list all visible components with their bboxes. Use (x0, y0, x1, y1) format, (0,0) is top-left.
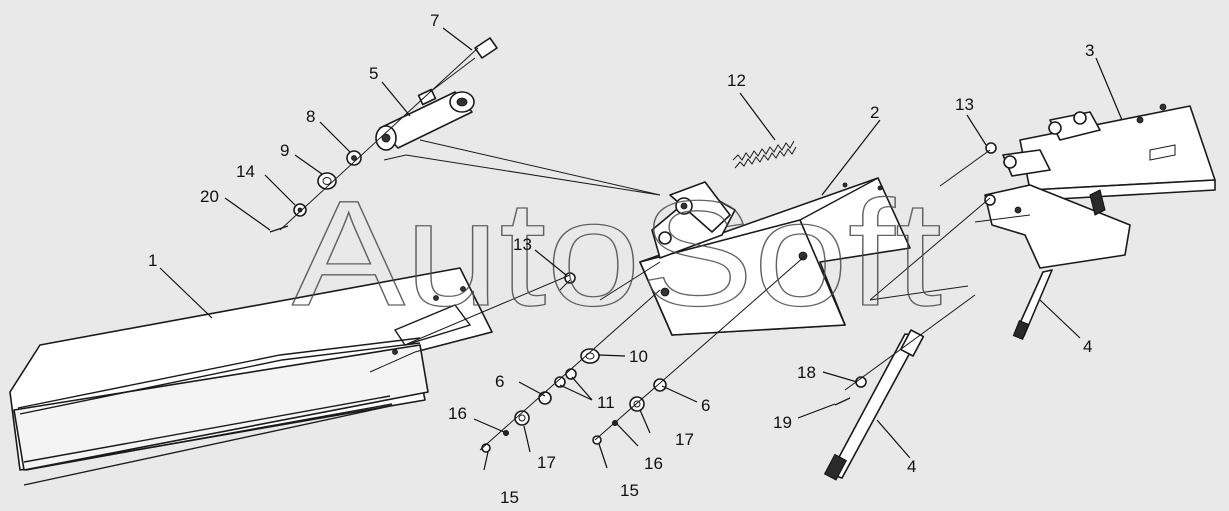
callout-2: 2 (870, 103, 879, 122)
part-2-bracket (639, 177, 911, 336)
callout-19: 19 (773, 413, 792, 432)
callout-3: 3 (1085, 41, 1094, 60)
part-1-panel (9, 267, 493, 486)
callout-11: 11 (597, 393, 615, 412)
callouts: 1 2 3 4 4 5 6 6 7 8 9 10 11 12 13 13 14 … (148, 11, 1094, 507)
watermark-text: AutoSoft (292, 169, 942, 337)
callout-4-right: 4 (1083, 337, 1092, 356)
callout-13-center: 13 (513, 235, 532, 254)
part-4-rod-right (1012, 269, 1053, 340)
callout-9: 9 (280, 141, 289, 160)
callout-16-left: 16 (448, 404, 467, 423)
callout-17-right: 17 (675, 430, 694, 449)
callout-13-right: 13 (955, 95, 974, 114)
callout-20: 20 (200, 187, 219, 206)
callout-5: 5 (369, 64, 378, 83)
callout-15-right: 15 (620, 481, 639, 500)
part-7-fitting (429, 37, 498, 93)
callout-18: 18 (797, 363, 816, 382)
callout-1: 1 (148, 251, 157, 270)
callout-12: 12 (727, 71, 746, 90)
callout-8: 8 (306, 107, 315, 126)
callout-17-left: 17 (537, 453, 556, 472)
callout-16-right: 16 (644, 454, 663, 473)
part-12-spring (732, 140, 797, 169)
callout-14: 14 (236, 162, 255, 181)
assembly-lines (279, 47, 1031, 451)
callout-15-left: 15 (500, 488, 519, 507)
part-3-housing (984, 103, 1216, 269)
part-5-cylinder (375, 88, 475, 151)
callout-6-right: 6 (701, 396, 710, 415)
callout-4-center: 4 (907, 457, 916, 476)
callout-10: 10 (629, 347, 648, 366)
leader-lines (159, 27, 1123, 471)
callout-6-left: 6 (495, 372, 504, 391)
callout-7: 7 (430, 11, 439, 30)
